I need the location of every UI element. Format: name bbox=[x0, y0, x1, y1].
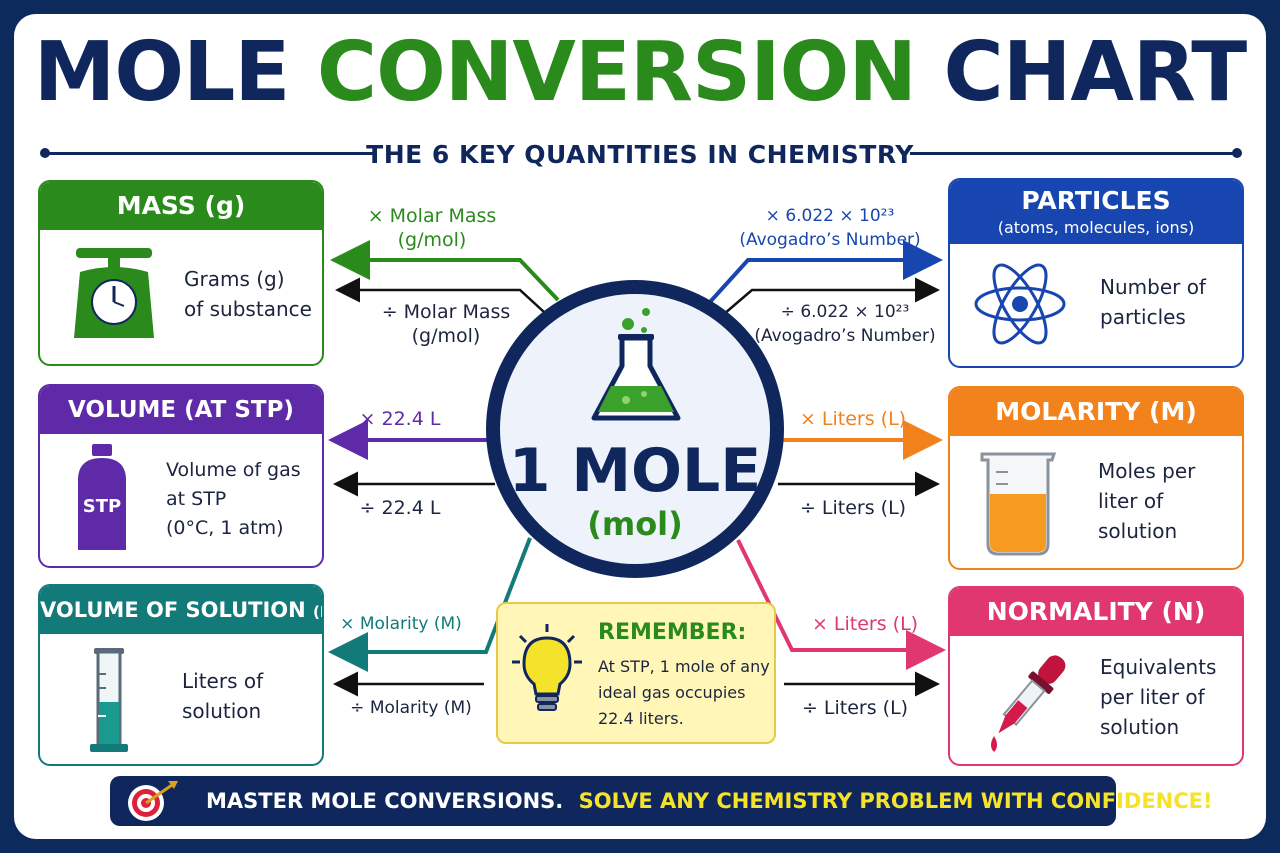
flask-icon bbox=[591, 308, 681, 421]
arrow-to-normality bbox=[736, 539, 946, 670]
title-part-mole: MOLE bbox=[33, 25, 291, 120]
arrow-to-solution bbox=[328, 537, 532, 672]
card-particles-header: PARTICLES (atoms, molecules, ions) bbox=[950, 180, 1242, 244]
mole-circle: 1 MOLE (mol) bbox=[486, 280, 784, 578]
card-mass-title: MASS (g) bbox=[40, 182, 322, 230]
rule-dot-left bbox=[40, 148, 50, 158]
target-icon bbox=[128, 781, 178, 821]
arrow-to-particles bbox=[708, 240, 943, 304]
label-from-stp: ÷ 22.4 L bbox=[359, 497, 441, 519]
card-particles-title: PARTICLES bbox=[1021, 186, 1171, 215]
gas-cylinder-icon: STP bbox=[78, 444, 126, 550]
card-mass-desc: Grams (g)of substance bbox=[184, 267, 312, 321]
card-molarity-title: MOLARITY (M) bbox=[950, 388, 1242, 436]
label-from-solution: ÷ Molarity (M) bbox=[350, 698, 472, 718]
arrow-to-mass bbox=[330, 240, 560, 302]
subtitle-rule-right bbox=[910, 152, 1240, 155]
card-particles: PARTICLES (atoms, molecules, ions) Numbe… bbox=[948, 178, 1244, 368]
lightbulb-icon bbox=[512, 624, 582, 711]
banner-text-yellow: SOLVE ANY CHEMISTRY PROBLEM WITH CONFIDE… bbox=[578, 789, 1213, 813]
card-normality-title: NORMALITY (N) bbox=[950, 588, 1242, 636]
atom-icon bbox=[974, 263, 1066, 345]
card-mass: MASS (g) Grams (g)of substance bbox=[38, 180, 324, 366]
center-mole-label: 1 MOLE bbox=[508, 436, 762, 506]
label-from-normality: ÷ Liters (L) bbox=[801, 697, 909, 719]
center-mole-unit: (mol) bbox=[587, 505, 683, 543]
scale-icon bbox=[74, 248, 154, 338]
rule-dot-right bbox=[1232, 148, 1242, 158]
label-from-molarity: ÷ Liters (L) bbox=[799, 497, 907, 519]
remember-heading: REMEMBER: bbox=[598, 620, 747, 645]
label-from-mass: ÷ Molar Mass(g/mol) bbox=[381, 301, 511, 347]
bottom-banner: MASTER MOLE CONVERSIONS. SOLVE ANY CHEMI… bbox=[110, 776, 1213, 826]
banner-text-white: MASTER MOLE CONVERSIONS. bbox=[206, 789, 564, 813]
label-to-particles: × 6.022 × 10²³(Avogadro’s Number) bbox=[739, 206, 921, 250]
card-volume-solution-title: VOLUME OF SOLUTION (L) bbox=[40, 586, 322, 634]
label-to-mass: × Molar Mass(g/mol) bbox=[367, 205, 497, 251]
arrow-from-particles bbox=[723, 277, 940, 315]
dropper-icon bbox=[991, 655, 1066, 752]
label-to-normality: × Liters (L) bbox=[811, 613, 919, 635]
subtitle-rule-left bbox=[44, 152, 374, 155]
cylinder-badge-text: STP bbox=[83, 496, 121, 517]
label-from-particles: ÷ 6.022 × 10²³(Avogadro’s Number) bbox=[754, 302, 936, 346]
page-subtitle: THE 6 KEY QUANTITIES IN CHEMISTRY bbox=[366, 140, 914, 169]
title-part-conversion: CONVERSION bbox=[316, 25, 917, 120]
card-volume-stp-title: VOLUME (AT STP) bbox=[40, 386, 322, 434]
page-title: MOLE CONVERSION CHART bbox=[0, 28, 1280, 118]
card-particles-subtitle: (atoms, molecules, ions) bbox=[997, 218, 1195, 237]
label-to-stp: × 22.4 L bbox=[359, 408, 441, 430]
graduated-cylinder-icon bbox=[90, 648, 128, 752]
banner-text: MASTER MOLE CONVERSIONS. SOLVE ANY CHEMI… bbox=[206, 776, 1213, 826]
label-to-solution: × Molarity (M) bbox=[340, 614, 462, 634]
label-to-molarity: × Liters (L) bbox=[799, 408, 907, 430]
beaker-icon bbox=[980, 452, 1057, 556]
title-part-chart: CHART bbox=[943, 25, 1248, 120]
arrow-from-mass bbox=[335, 277, 545, 313]
